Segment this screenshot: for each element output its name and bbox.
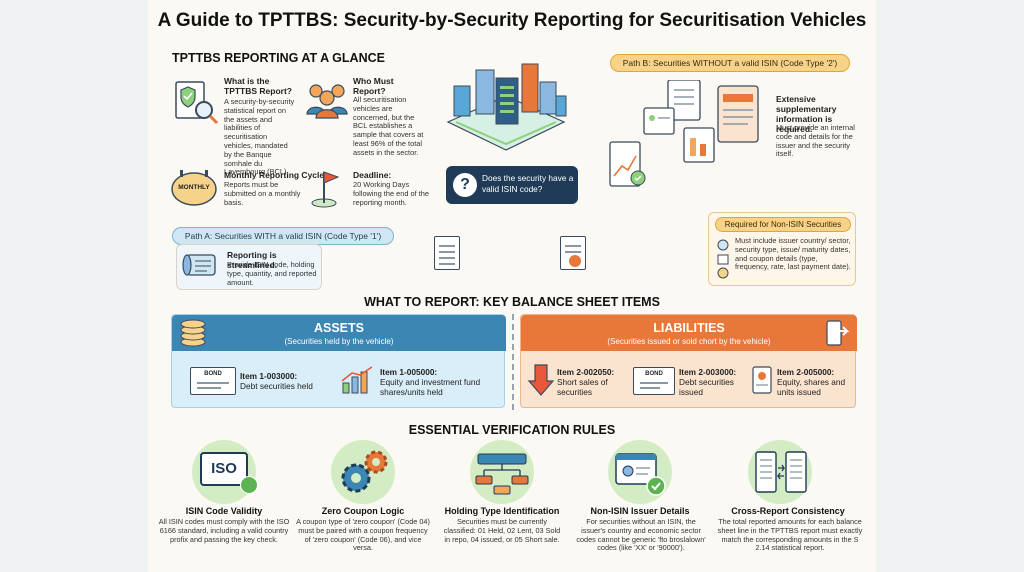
rule-body: For securities without an ISIN, the issu… <box>576 517 706 553</box>
liability-item-desc: Short sales of securities <box>557 377 608 397</box>
deadline-body: 20 Working Days following the end of the… <box>353 180 430 207</box>
compare-documents-icon <box>754 448 808 498</box>
glance-heading: TPTTBS REPORTING AT A GLANCE <box>172 51 385 65</box>
asset-item-code: Item 1-005000: <box>380 367 438 377</box>
profile-verified-icon <box>614 452 668 498</box>
rule-body: All ISIN codes must comply with the ISO … <box>158 517 290 544</box>
monthly-badge: MONTHLY <box>178 184 210 191</box>
report-magnifier-icon <box>170 80 220 126</box>
rule-title: Cross-Report Consistency <box>731 506 845 516</box>
bond-label: BOND <box>645 371 663 377</box>
rules-heading: ESSENTIAL VERIFICATION RULES <box>408 423 616 437</box>
path-a-title: Reporting is streamlined. <box>227 250 278 270</box>
stock-certificate-icon <box>751 365 773 395</box>
path-a-label: Path A: Securities WITH a valid ISIN (Co… <box>172 227 394 245</box>
growth-chart-icon <box>340 365 374 395</box>
deadline-title: Deadline: <box>353 170 392 180</box>
data-city-illustration <box>436 56 576 152</box>
balance-heading: WHAT TO REPORT: KEY BALANCE SHEET ITEMS <box>364 295 660 309</box>
bond-label: BOND <box>204 371 222 377</box>
asset-item-desc: Debt securities held <box>240 381 313 391</box>
liability-item-code: Item 2-005000: <box>777 367 835 377</box>
globe-calendar-icons <box>715 239 731 283</box>
rule-body: Securities must be currently classified:… <box>443 517 561 544</box>
assets-subtitle: (Securities held by the vehicle) <box>284 337 394 346</box>
asset-item-desc: Equity and investment fund shares/units … <box>380 377 481 397</box>
liability-item-code: Item 2-002050: <box>557 367 615 377</box>
rule-title: Zero Coupon Logic <box>321 506 405 516</box>
liabilities-header: LIABILITIES (Securities issued or sold c… <box>521 315 857 351</box>
checklist-document-icon <box>434 236 460 270</box>
coins-icon <box>178 319 208 347</box>
page-title: A Guide to TPTTBS: Security-by-Security … <box>157 10 867 31</box>
assets-header: ASSETS (Securities held by the vehicle) <box>172 315 506 351</box>
gears-icon <box>336 446 392 500</box>
divider <box>512 314 514 410</box>
liability-item-desc: Equity, shares and units issued <box>777 377 846 397</box>
path-b-title: Extensive supplementary information is r… <box>776 94 837 134</box>
liability-item-code: Item 2-003000: <box>679 367 737 377</box>
rule-title: ISIN Code Validity <box>185 506 263 516</box>
approval-document-icon <box>560 236 586 270</box>
infographic-sheet: A Guide to TPTTBS: Security-by-Security … <box>148 0 876 572</box>
path-b-body: Must provide an internal code and detail… <box>776 123 855 159</box>
non-isin-card: Required for Non-ISIN Securities Must in… <box>708 212 856 286</box>
assets-title: ASSETS <box>313 321 364 335</box>
what-body: A security-by-security statistical repor… <box>224 97 295 177</box>
rule-title: Non-ISIN Issuer Details <box>590 506 690 516</box>
rule-title: Holding Type Identification <box>444 506 560 516</box>
path-a-body: Provide ISIN code, holding type, quantit… <box>227 260 317 287</box>
non-isin-body: Must include issuer country/ sector, sec… <box>735 236 851 272</box>
what-title: What is the TPTTBS Report? <box>224 76 292 96</box>
who-title: Who Must Report? <box>353 76 394 96</box>
assets-panel: ASSETS (Securities held by the vehicle) … <box>171 314 506 408</box>
path-b-label: Path B: Securities WITHOUT a valid ISIN … <box>610 54 850 72</box>
liabilities-title: LIABILITIES <box>653 321 725 335</box>
monthly-title: Monthly Reporting Cycle. <box>224 170 327 180</box>
rule-body: The total reported amounts for each bala… <box>717 517 863 553</box>
scroll-icon <box>181 251 221 281</box>
question-mark-icon: ? <box>453 173 477 197</box>
rule-body: A coupon type of 'zero coupon' (Code 04)… <box>296 517 430 553</box>
phone-transfer-icon <box>823 319 851 347</box>
liability-item-desc: Debt securities issued <box>679 377 734 397</box>
isin-question-text: Does the security have a valid ISIN code… <box>482 173 574 194</box>
people-group-icon <box>304 78 350 120</box>
down-arrow-icon <box>527 363 555 397</box>
who-body: All securitisation vehicles are concerne… <box>353 95 424 157</box>
liabilities-panel: LIABILITIES (Securities issued or sold c… <box>520 314 857 408</box>
flag-icon <box>308 168 342 208</box>
bond-certificate-icon: BOND <box>633 367 675 395</box>
bond-certificate-icon: BOND <box>190 367 236 395</box>
isin-question-box: ? Does the security have a valid ISIN co… <box>446 166 578 204</box>
liabilities-subtitle: (Securities issued or sold chort by the … <box>607 337 771 346</box>
path-a-card: Reporting is streamlined. Provide ISIN c… <box>176 244 322 290</box>
calendar-icon <box>170 168 218 208</box>
documents-charts-illustration <box>608 79 774 198</box>
hierarchy-icon <box>474 452 530 496</box>
asset-item-code: Item 1-003000: <box>240 371 298 381</box>
non-isin-label: Required for Non-ISIN Securities <box>715 217 851 232</box>
check-icon <box>240 476 258 494</box>
monthly-body: Reports must be submitted on a monthly b… <box>224 180 301 207</box>
